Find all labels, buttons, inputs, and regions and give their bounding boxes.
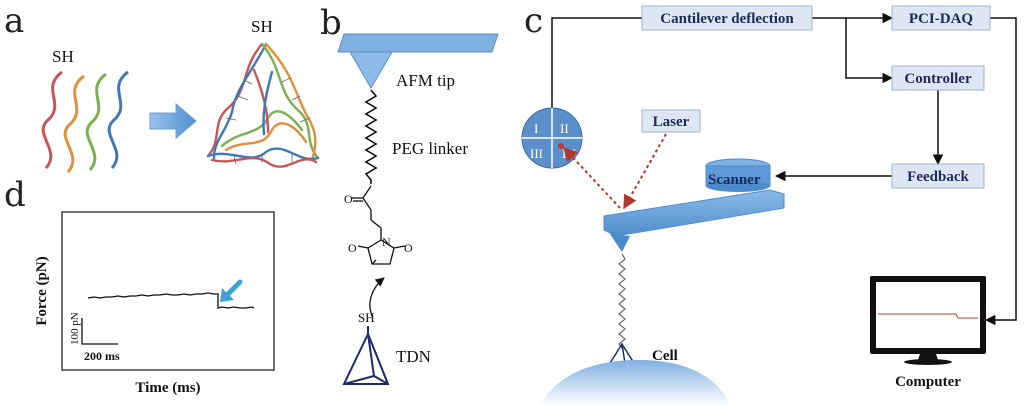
cantilever-deflection-box: Cantilever deflection xyxy=(641,5,813,31)
laser-box: Laser xyxy=(641,109,701,133)
deflection-to-controller-arrow xyxy=(845,18,894,84)
panel-c-letter: c xyxy=(524,1,543,41)
dna-strand-blue xyxy=(107,70,129,169)
panel-a: a SH SH xyxy=(4,1,320,173)
panel-d-letter: d xyxy=(4,175,26,215)
dna-strand-orange xyxy=(63,74,85,173)
laser-beams xyxy=(563,133,667,210)
feedback-box: Feedback xyxy=(891,163,985,189)
tetrahedron-icon xyxy=(342,326,390,385)
pcidaq-to-computer-arrow xyxy=(984,17,1017,326)
panel-b-letter: b xyxy=(320,3,342,43)
assembly-arrow-icon xyxy=(149,102,197,140)
cell-label: Cell xyxy=(652,348,678,364)
pci-daq-label: PCI-DAQ xyxy=(909,11,973,27)
afm-tip-label: AFM tip xyxy=(396,71,455,90)
reaction-arrow-icon xyxy=(369,277,385,317)
scanner-label: Scanner xyxy=(708,172,761,188)
maleimide-structure xyxy=(352,185,406,265)
panel-a-sh-left: SH xyxy=(52,47,74,66)
maleimide-o-top: O xyxy=(344,192,353,206)
laser-label: Laser xyxy=(653,114,690,130)
photodiode-to-deflection-line xyxy=(551,17,642,120)
controller-label: Controller xyxy=(904,71,972,87)
force-plot-xlabel: Time (ms) xyxy=(135,380,200,396)
afm-tip-icon xyxy=(337,33,499,89)
panel-c: c Cantilever deflection PCI-DAQ Controll… xyxy=(521,1,1017,405)
computer-label: Computer xyxy=(895,374,961,390)
cell-surface xyxy=(540,360,730,405)
dna-single-strands xyxy=(41,70,129,173)
force-plot-frame xyxy=(61,211,275,371)
panel-a-letter: a xyxy=(4,1,24,41)
pci-daq-box: PCI-DAQ xyxy=(891,5,991,31)
force-trace xyxy=(87,292,255,309)
laser-reflected-beam xyxy=(563,146,621,209)
force-plot-ylabel: Force (pN) xyxy=(34,256,50,325)
quadrant-3: III xyxy=(530,146,543,161)
signal-connectors xyxy=(551,12,1017,326)
maleimide-n: N xyxy=(382,235,391,249)
scale-bar-y-label: 100 pN xyxy=(69,312,81,345)
tdn-sh-label: SH xyxy=(358,310,375,325)
feedback-label: Feedback xyxy=(907,169,969,185)
dna-strand-red xyxy=(41,70,63,169)
controller-box: Controller xyxy=(891,65,985,91)
peg-linker-label: PEG linker xyxy=(392,139,468,158)
cantilever-icon xyxy=(603,189,785,252)
maleimide-o-right: O xyxy=(404,241,413,255)
panel-b: b AFM tip PEG linker O O O N SH xyxy=(320,3,499,385)
scale-bar-x-label: 200 ms xyxy=(84,349,120,363)
laser-incident-beam xyxy=(623,133,667,210)
scanner-icon xyxy=(705,158,771,192)
maleimide-o-left: O xyxy=(348,241,357,255)
panel-d: d Force (pN) Time (ms) 100 pN 200 ms xyxy=(4,175,275,396)
tdn-label: TDN xyxy=(396,347,431,366)
panel-a-sh-right: SH xyxy=(251,17,273,36)
scale-bar xyxy=(81,318,118,345)
dna-strand-green xyxy=(85,72,107,171)
monitor-icon xyxy=(870,276,986,365)
rupture-arrow-icon xyxy=(220,279,243,302)
peg-linker-zigzag xyxy=(364,89,378,184)
quadrant-2: II xyxy=(560,121,569,136)
dna-tetrahedron-3d xyxy=(206,42,320,168)
quadrant-1: I xyxy=(534,121,538,136)
cantilever-deflection-label: Cantilever deflection xyxy=(660,11,794,27)
cantilever-peg-linker xyxy=(618,253,626,349)
